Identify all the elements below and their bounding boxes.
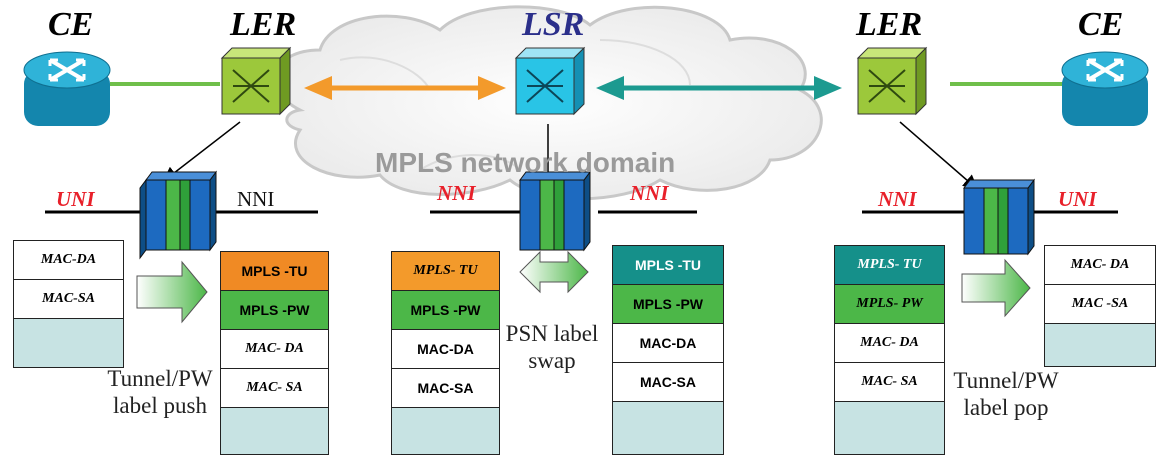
stack-cell: MPLS -TU xyxy=(612,245,724,285)
right-nni-label: NNI xyxy=(878,187,917,211)
swap-arrow xyxy=(519,250,589,294)
frame-stack-after-swap: MPLS -TU MPLS -PW MAC-DA MAC-SA xyxy=(612,245,724,455)
push-arrow xyxy=(136,260,208,324)
frame-stack-before-swap: MPLS- TU MPLS -PW MAC-DA MAC-SA xyxy=(391,251,500,455)
payload-cell xyxy=(1044,323,1156,367)
switch-icon-lsr xyxy=(514,46,586,116)
stack-cell: MAC-DA xyxy=(612,323,724,363)
stack-cell: MPLS- PW xyxy=(834,284,945,324)
stack-cell: MPLS- TU xyxy=(834,245,945,285)
pop-note: Tunnel/PW label pop xyxy=(946,367,1066,421)
stack-cell: MPLS -PW xyxy=(220,290,329,330)
node-label-ce-right: CE xyxy=(1078,6,1124,43)
node-label-ce-left: CE xyxy=(48,6,94,43)
port-device-mid xyxy=(519,170,591,252)
pointer-arrow-right xyxy=(899,121,979,190)
stack-cell: MPLS- TU xyxy=(391,251,500,291)
node-label-ler-left: LER xyxy=(230,6,297,43)
stack-cell: MAC- SA xyxy=(220,368,329,408)
stack-cell: MAC- DA xyxy=(220,329,329,369)
pop-note-line2: label pop xyxy=(963,395,1049,420)
swap-note-line1: PSN label xyxy=(505,321,599,346)
payload-cell xyxy=(391,407,500,455)
diagram-graphics xyxy=(23,5,1149,324)
stack-cell: MAC- DA xyxy=(1044,245,1156,285)
payload-cell xyxy=(220,407,329,455)
cloud-label: MPLS network domain xyxy=(375,147,676,178)
swap-note: PSN label swap xyxy=(497,320,607,374)
push-note-line2: label push xyxy=(113,393,207,418)
mpls-diagram: MPLS network domain CE LER LSR LER CE UN… xyxy=(13,5,1156,455)
right-uni-label: UNI xyxy=(1058,187,1097,211)
port-device-right xyxy=(963,178,1035,256)
left-nni-label: NNI xyxy=(237,187,275,211)
stack-cell: MAC- SA xyxy=(834,362,945,402)
stack-cell: MPLS -PW xyxy=(612,284,724,324)
mid-nni-left-label: NNI xyxy=(437,181,476,205)
swap-note-line2: swap xyxy=(528,348,576,373)
switch-icon-ler-right xyxy=(856,46,928,116)
frame-stack-ingress: MAC-DA MAC-SA xyxy=(13,240,124,368)
switch-icon-ler-left xyxy=(220,46,292,116)
pop-note-line1: Tunnel/PW xyxy=(953,368,1059,393)
stack-cell: MPLS -TU xyxy=(220,251,329,291)
stack-cell: MAC-SA xyxy=(391,368,500,408)
frame-stack-before-pop: MPLS- TU MPLS- PW MAC- DA MAC- SA xyxy=(834,245,945,455)
stack-cell: MAC-DA xyxy=(391,329,500,369)
payload-cell xyxy=(612,401,724,455)
node-label-ler-right: LER xyxy=(856,6,923,43)
push-note-line1: Tunnel/PW xyxy=(107,366,213,391)
pop-arrow xyxy=(961,258,1031,318)
payload-cell xyxy=(13,318,124,368)
mid-nni-right-label: NNI xyxy=(630,181,669,205)
stack-cell: MAC-SA xyxy=(612,362,724,402)
teal-tunnel-arrow xyxy=(596,76,842,100)
pointer-arrow-left xyxy=(162,121,241,182)
frame-stack-egress: MAC- DA MAC -SA xyxy=(1044,245,1156,367)
router-icon-right xyxy=(1061,51,1149,126)
stack-cell: MAC -SA xyxy=(1044,284,1156,324)
stack-cell: MAC-SA xyxy=(13,279,124,319)
orange-tunnel-arrow xyxy=(304,76,506,100)
payload-cell xyxy=(834,401,945,455)
left-uni-label: UNI xyxy=(56,187,95,211)
port-device-left xyxy=(139,170,217,260)
push-note: Tunnel/PW label push xyxy=(95,365,225,419)
stack-cell: MPLS -PW xyxy=(391,290,500,330)
stack-cell: MAC- DA xyxy=(834,323,945,363)
stack-cell: MAC-DA xyxy=(13,240,124,280)
router-icon-left xyxy=(23,51,111,126)
node-label-lsr: LSR xyxy=(522,6,585,43)
frame-stack-pushed: MPLS -TU MPLS -PW MAC- DA MAC- SA xyxy=(220,251,329,455)
